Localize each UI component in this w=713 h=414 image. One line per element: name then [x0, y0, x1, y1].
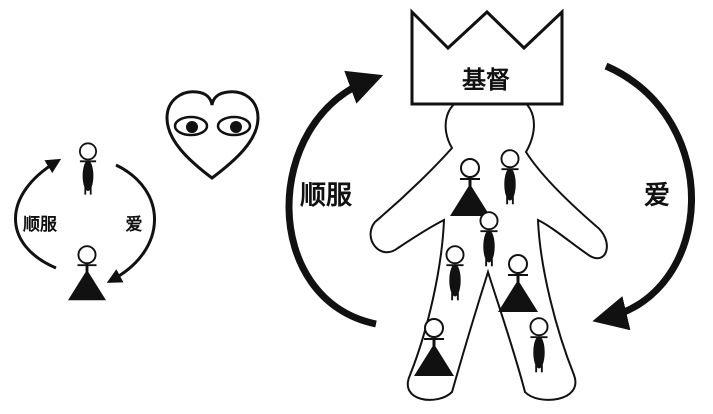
right-love-arrow: [592, 62, 695, 331]
crown-icon: [410, 8, 564, 106]
heart-icon: [165, 90, 260, 180]
right-obey-arrow: [285, 70, 384, 328]
left-diagram: 顺服 爱: [14, 142, 156, 302]
right-obey-label: 顺服: [300, 181, 353, 211]
right-love-label: 爱: [644, 181, 670, 211]
heart-with-eyes-icon: [165, 90, 260, 180]
right-diagram: 基督 顺服 爱: [285, 8, 695, 401]
left-love-label: 爱: [126, 214, 143, 235]
left-obey-label: 顺服: [23, 215, 58, 235]
left-woman-figure: [66, 244, 108, 302]
crown: 基督: [410, 8, 564, 106]
left-love-arrow: [106, 163, 156, 283]
left-man-figure: [79, 142, 97, 196]
crown-label: 基督: [462, 66, 510, 94]
left-eye-icon: [173, 115, 209, 137]
left-obey-arrow: [14, 158, 62, 270]
right-eye-icon: [216, 115, 252, 137]
